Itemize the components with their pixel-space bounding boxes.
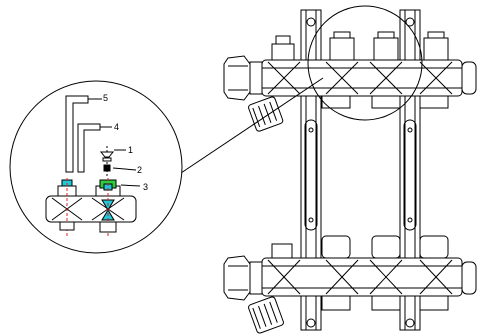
callout-label-1: 1 — [128, 145, 133, 155]
callout-label-2: 2 — [137, 165, 142, 175]
hex-key-small — [77, 123, 101, 173]
leader-2 — [112, 167, 137, 171]
callout-label-4: 4 — [114, 122, 119, 132]
detail-callout-circle — [9, 80, 183, 254]
zoom-leader-line — [177, 77, 324, 176]
hex-key-large — [65, 95, 89, 173]
manifold-section-detail — [45, 178, 137, 238]
magnifier-source-circle — [307, 5, 423, 121]
callout-label-3: 3 — [143, 182, 148, 192]
top-manifold-bar — [223, 31, 477, 132]
callout-label-5: 5 — [103, 93, 108, 103]
bottom-manifold-bar — [223, 235, 477, 334]
leader-3 — [120, 184, 141, 187]
detail-callout: 5 4 1 2 3 — [9, 80, 183, 254]
small-parts-stack — [99, 146, 115, 178]
